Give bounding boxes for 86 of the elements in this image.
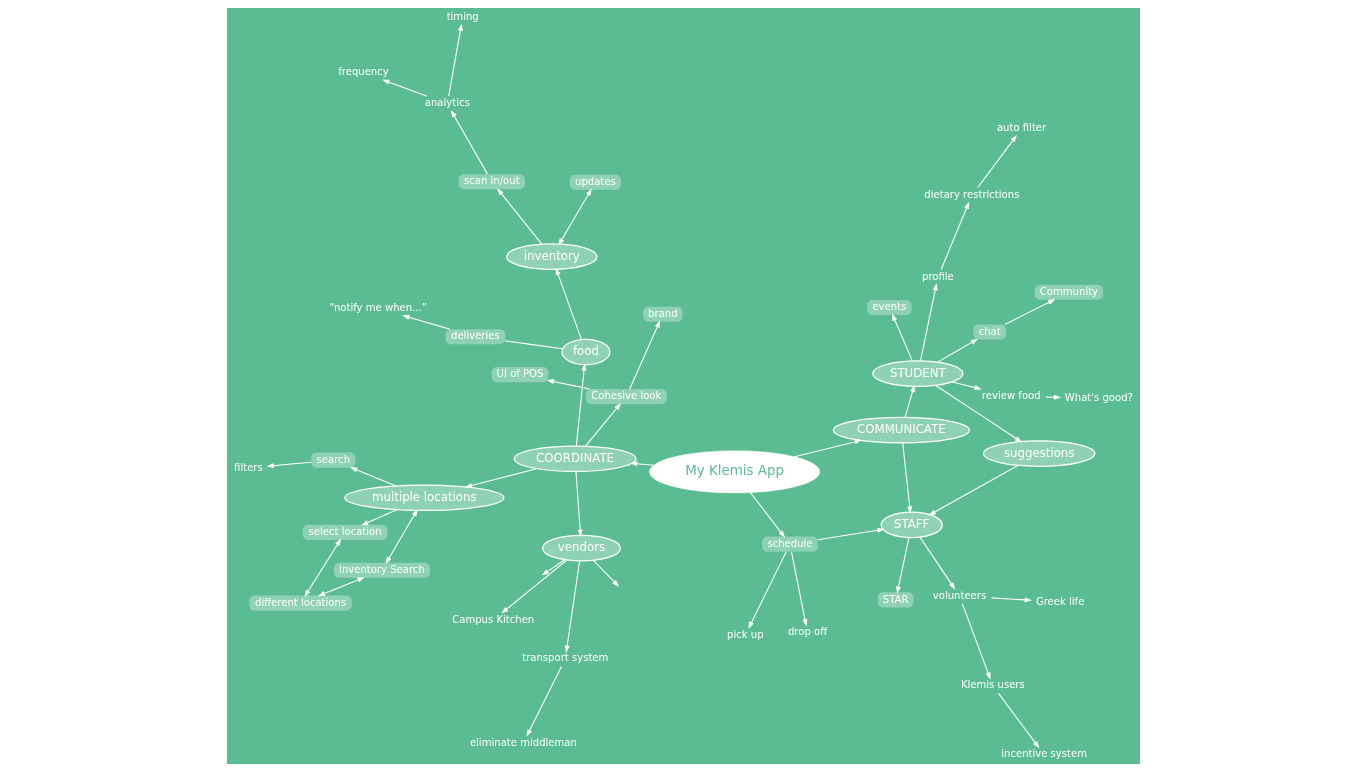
node-text: frequency	[337, 66, 389, 78]
arrow	[891, 313, 913, 362]
node-text: volunteers	[932, 589, 986, 601]
arrow	[816, 527, 885, 541]
arrow	[447, 23, 463, 97]
arrow	[303, 538, 341, 597]
arrow	[464, 468, 537, 488]
node-box: UI of POS	[491, 367, 548, 383]
arrow	[990, 597, 1032, 603]
arrow	[546, 379, 590, 390]
arrow	[940, 201, 969, 270]
arrow	[360, 509, 397, 526]
arrow	[919, 283, 938, 362]
node-box: Cohesive look	[585, 389, 667, 405]
arrow	[951, 381, 982, 390]
arrow	[564, 560, 580, 653]
node-text: analytics	[424, 97, 470, 109]
node-text: filters	[233, 461, 263, 473]
arrow	[629, 461, 654, 467]
arrow	[749, 492, 785, 538]
node-ellipse: food	[560, 338, 610, 366]
node-box: brand	[642, 306, 683, 322]
arrow	[525, 665, 562, 737]
node-box: schedule	[761, 536, 818, 552]
arrow	[918, 536, 955, 590]
node-box: Community	[1034, 284, 1103, 300]
node-ellipse: My Klemis App	[648, 450, 820, 494]
arrow	[266, 461, 312, 469]
node-text: incentive system	[1000, 748, 1087, 760]
node-text: What's good?	[1064, 391, 1133, 403]
node-box: STAR	[877, 592, 913, 608]
arrow	[997, 692, 1039, 749]
arrow	[496, 188, 542, 245]
node-text: “notify me when...”	[328, 301, 427, 313]
arrow	[381, 79, 428, 97]
node-box: chat	[972, 324, 1006, 340]
arrow	[555, 267, 582, 340]
node-text: dietary restrictions	[923, 189, 1019, 201]
node-text: Campus Kitchen	[451, 613, 534, 625]
arrow	[934, 384, 1022, 443]
arrow	[317, 577, 365, 597]
node-text: Greek life	[1035, 595, 1084, 607]
node-text: review food	[981, 390, 1041, 402]
node-box: scan in/out	[458, 174, 525, 190]
node-text: pick up	[726, 628, 764, 640]
arrow	[584, 402, 621, 447]
node-ellipse: STUDENT	[871, 360, 964, 387]
arrow	[500, 559, 567, 614]
node-box: different locations	[248, 595, 352, 611]
arrow	[574, 471, 583, 537]
node-text: Klemis users	[960, 679, 1025, 691]
arrow	[961, 603, 991, 680]
arrow	[575, 363, 587, 447]
node-box: events	[866, 299, 912, 315]
arrow	[1003, 299, 1055, 325]
arrow	[349, 467, 396, 487]
arrow	[747, 551, 787, 629]
connector	[504, 340, 563, 350]
arrow	[936, 338, 978, 363]
arrow	[401, 314, 450, 330]
arrow	[628, 320, 660, 390]
node-text: auto filter	[996, 122, 1046, 134]
arrow	[793, 439, 862, 458]
node-text: eliminate middleman	[469, 736, 577, 748]
node-box: deliveries	[445, 329, 505, 345]
node-text: timing	[446, 10, 479, 22]
node-text: transport system	[521, 652, 608, 664]
arrow	[1044, 394, 1061, 400]
node-box: updates	[569, 174, 621, 190]
node-text: drop off	[787, 626, 827, 638]
arrow	[895, 537, 909, 594]
node-text: profile	[921, 270, 954, 282]
node-ellipse: vendors	[541, 534, 621, 562]
arrow	[557, 188, 592, 246]
arrow	[928, 464, 1019, 516]
node-ellipse: suggestions	[982, 440, 1095, 467]
arrow	[904, 384, 915, 418]
node-box: inventory Search	[333, 562, 430, 578]
arrow	[790, 551, 807, 627]
node-ellipse: inventory	[505, 243, 598, 270]
arrow	[976, 134, 1017, 189]
arrow	[901, 442, 912, 514]
node-box: search	[310, 452, 355, 468]
arrow	[450, 110, 488, 175]
node-box: select location	[302, 524, 388, 540]
arrow	[385, 509, 418, 565]
